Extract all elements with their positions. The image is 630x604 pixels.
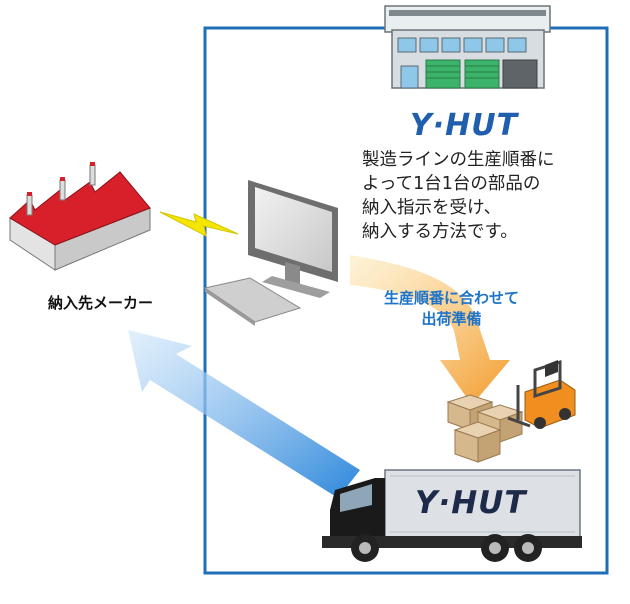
cargo-boxes-icon — [446, 394, 524, 463]
description-line: 納入指示を受け、 — [362, 198, 502, 218]
signal-lightning-icon — [159, 211, 239, 237]
description-line: 納入する方法です。 — [362, 222, 518, 242]
shipping-arrow-label: 生産順番に合わせて 出荷準備 — [384, 288, 519, 330]
warehouse-icon — [384, 5, 551, 89]
maker-label: 納入先メーカー — [48, 294, 154, 312]
description-line: 製造ラインの生産順番に — [362, 150, 555, 170]
shipping-arrow-line: 出荷準備 — [421, 310, 482, 328]
shipping-arrow-line: 生産順番に合わせて — [384, 289, 520, 307]
truck-icon — [322, 469, 582, 562]
truck-brand-text: Y·HUT — [415, 485, 527, 521]
forklift-icon — [507, 359, 576, 429]
service-description: 製造ラインの生産順番に よって1台1台の部品の 納入指示を受け、 納入する方法で… — [362, 148, 555, 244]
description-line: よって1台1台の部品の — [362, 174, 541, 194]
shipping-arrow — [350, 255, 510, 405]
factory-icon — [9, 162, 151, 271]
computer-icon — [203, 180, 338, 326]
brand-logo-text: Y·HUT — [410, 108, 519, 143]
delivery-arrow — [128, 330, 360, 498]
